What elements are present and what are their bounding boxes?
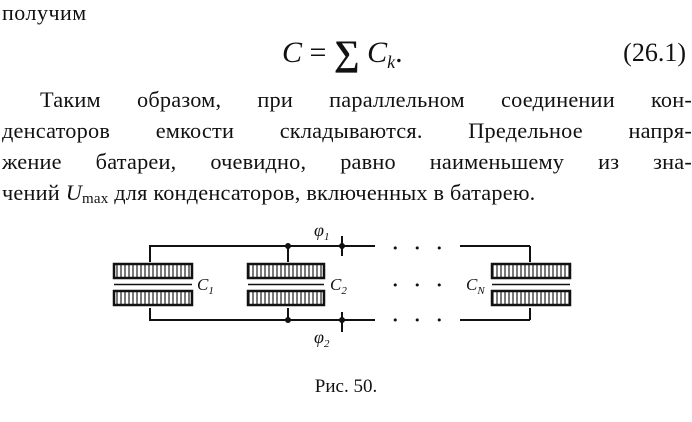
body-paragraph: Таким образом, при параллельном соединен… xyxy=(2,84,692,215)
capacitor-2-label: C2 xyxy=(330,275,347,297)
umax-subscript: max xyxy=(82,191,109,207)
paragraph-line-4-end: для конденсаторов, включенных в батарею. xyxy=(108,180,536,205)
formula-equals: = xyxy=(309,36,327,69)
figure-caption: Рис. 50. xyxy=(314,376,378,397)
capacitor-1-label: C1 xyxy=(197,275,214,297)
capacitor-n xyxy=(490,262,572,307)
formula-sigma: ∑ xyxy=(333,33,360,73)
formula-block: C = ∑ Ck. (26.1) xyxy=(0,26,692,76)
formula-expression: C = ∑ Ck. xyxy=(282,32,403,74)
formula-period: . xyxy=(395,36,403,69)
bottom-wire xyxy=(149,308,531,321)
ellipsis-middle: • • • xyxy=(392,279,448,292)
formula-term: C xyxy=(367,36,388,69)
paragraph-line-3: жение батареи, очевидно, равно наименьше… xyxy=(2,149,692,174)
capacitor-n-label: CN xyxy=(466,275,485,297)
phi-2-label: φ2 xyxy=(314,327,330,350)
phi-1-label: φ1 xyxy=(314,220,329,243)
ellipsis-bottom: • • • xyxy=(392,314,448,327)
paragraph-line-2: денсаторов емкости складываются. Предель… xyxy=(2,118,692,143)
top-wire xyxy=(149,245,531,262)
paragraph-line-4-start: чений xyxy=(2,180,66,205)
umax-variable: U xyxy=(65,180,82,205)
formula-lhs: C xyxy=(282,36,303,69)
paragraph-line-1: Таким образом, при параллельном соединен… xyxy=(40,87,692,112)
paragraph-line-4: чений Umax для конденсаторов, включенных… xyxy=(2,177,692,215)
intro-text: получим xyxy=(2,0,87,25)
formula-subscript: k xyxy=(387,52,396,72)
capacitor-1 xyxy=(112,262,194,307)
capacitor-2 xyxy=(246,262,326,307)
formula-number: (26.1) xyxy=(623,38,686,67)
ellipsis-top: • • • xyxy=(392,242,448,255)
